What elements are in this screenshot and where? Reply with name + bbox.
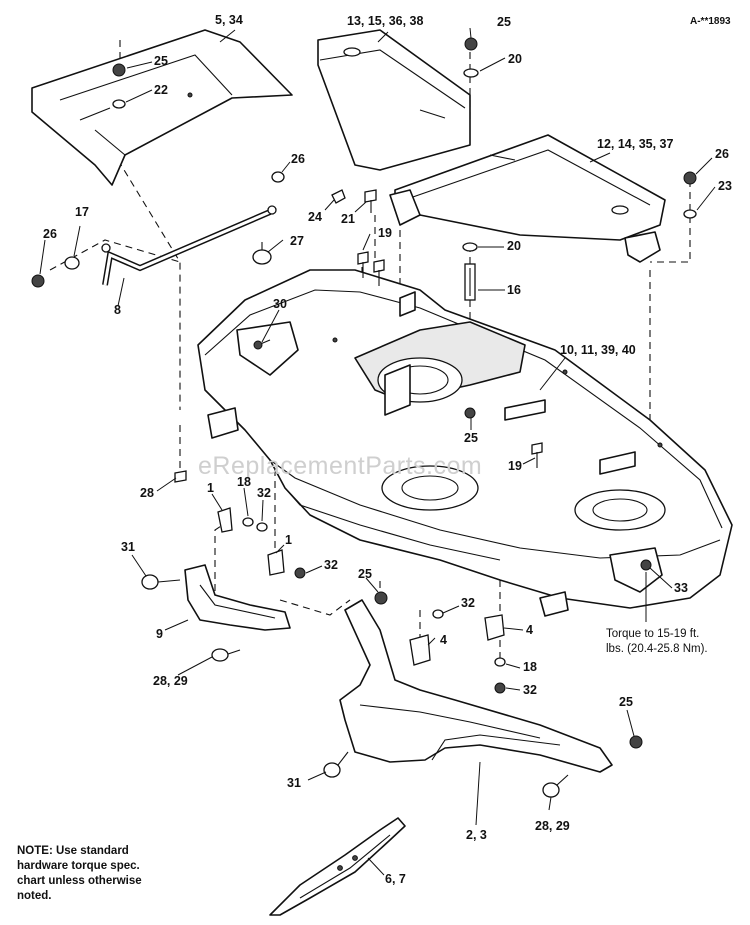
callout-19: 19 bbox=[378, 226, 392, 240]
front-cover-part bbox=[31, 29, 293, 186]
callout-33: 33 bbox=[674, 581, 688, 595]
rod-part bbox=[101, 205, 277, 286]
callout-27: 27 bbox=[290, 234, 304, 248]
callout-32: 32 bbox=[324, 558, 338, 572]
callout-23: 23 bbox=[718, 179, 732, 193]
callout-25: 25 bbox=[619, 695, 633, 709]
torque-note: NOTE: Use standard hardware torque spec.… bbox=[17, 844, 142, 904]
callout-12-14-35-37: 12, 14, 35, 37 bbox=[597, 137, 674, 151]
callout-22: 22 bbox=[154, 83, 168, 97]
callout-8: 8 bbox=[114, 303, 121, 317]
note-line: noted. bbox=[17, 889, 52, 902]
callout-4: 4 bbox=[440, 633, 447, 647]
callout-4: 4 bbox=[526, 623, 533, 637]
callout-25: 25 bbox=[358, 567, 372, 581]
callout-32: 32 bbox=[461, 596, 475, 610]
belt-cover-part bbox=[389, 134, 666, 263]
left-baffle-part bbox=[184, 564, 291, 631]
callout-16: 16 bbox=[507, 283, 521, 297]
callout-26: 26 bbox=[715, 147, 729, 161]
callout-19: 19 bbox=[508, 459, 522, 473]
callout-32: 32 bbox=[257, 486, 271, 500]
callout-32: 32 bbox=[523, 683, 537, 697]
callout-28-29: 28, 29 bbox=[153, 674, 188, 688]
callout-31: 31 bbox=[287, 776, 301, 790]
callout-17: 17 bbox=[75, 205, 89, 219]
callout-24: 24 bbox=[308, 210, 322, 224]
torque-line: lbs. (20.4-25.8 Nm). bbox=[606, 642, 708, 655]
note-line: chart unless otherwise bbox=[17, 874, 142, 887]
callout-28: 28 bbox=[140, 486, 154, 500]
callout-2-3: 2, 3 bbox=[466, 828, 487, 842]
callout-1: 1 bbox=[207, 481, 214, 495]
callout-25: 25 bbox=[497, 15, 511, 29]
note-line: hardware torque spec. bbox=[17, 859, 140, 872]
callout-13-15-36-38: 13, 15, 36, 38 bbox=[347, 14, 424, 28]
callout-25: 25 bbox=[464, 431, 478, 445]
callout-20: 20 bbox=[508, 52, 522, 66]
leader-lines bbox=[39, 27, 716, 876]
callout-1: 1 bbox=[285, 533, 292, 547]
callout-31: 31 bbox=[121, 540, 135, 554]
watermark-text: eReplacementParts.com bbox=[198, 452, 483, 480]
callout-30: 30 bbox=[273, 297, 287, 311]
torque-spec-text: Torque to 15-19 ft. lbs. (20.4-25.8 Nm). bbox=[606, 627, 708, 657]
callout-26: 26 bbox=[291, 152, 305, 166]
note-line: NOTE: Use standard bbox=[17, 845, 129, 857]
callout-28-29: 28, 29 bbox=[535, 819, 570, 833]
callout-18: 18 bbox=[523, 660, 537, 674]
hardware-items bbox=[31, 37, 697, 798]
callout-10-11-39-40: 10, 11, 39, 40 bbox=[560, 343, 636, 357]
mower-deck-part bbox=[197, 269, 733, 617]
callout-25: 25 bbox=[154, 54, 168, 68]
callout-9: 9 bbox=[156, 627, 163, 641]
callout-26: 26 bbox=[43, 227, 57, 241]
rear-baffle-part bbox=[339, 599, 613, 773]
torque-line: Torque to 15-19 ft. bbox=[606, 628, 700, 640]
blade-part bbox=[269, 817, 406, 916]
top-cover-part bbox=[317, 29, 471, 171]
diagram-code: A-**1893 bbox=[690, 16, 731, 27]
callout-5-34: 5, 34 bbox=[215, 13, 243, 27]
callout-6-7: 6, 7 bbox=[385, 872, 406, 886]
callout-21: 21 bbox=[341, 212, 355, 226]
callout-20: 20 bbox=[507, 239, 521, 253]
callout-18: 18 bbox=[237, 475, 251, 489]
